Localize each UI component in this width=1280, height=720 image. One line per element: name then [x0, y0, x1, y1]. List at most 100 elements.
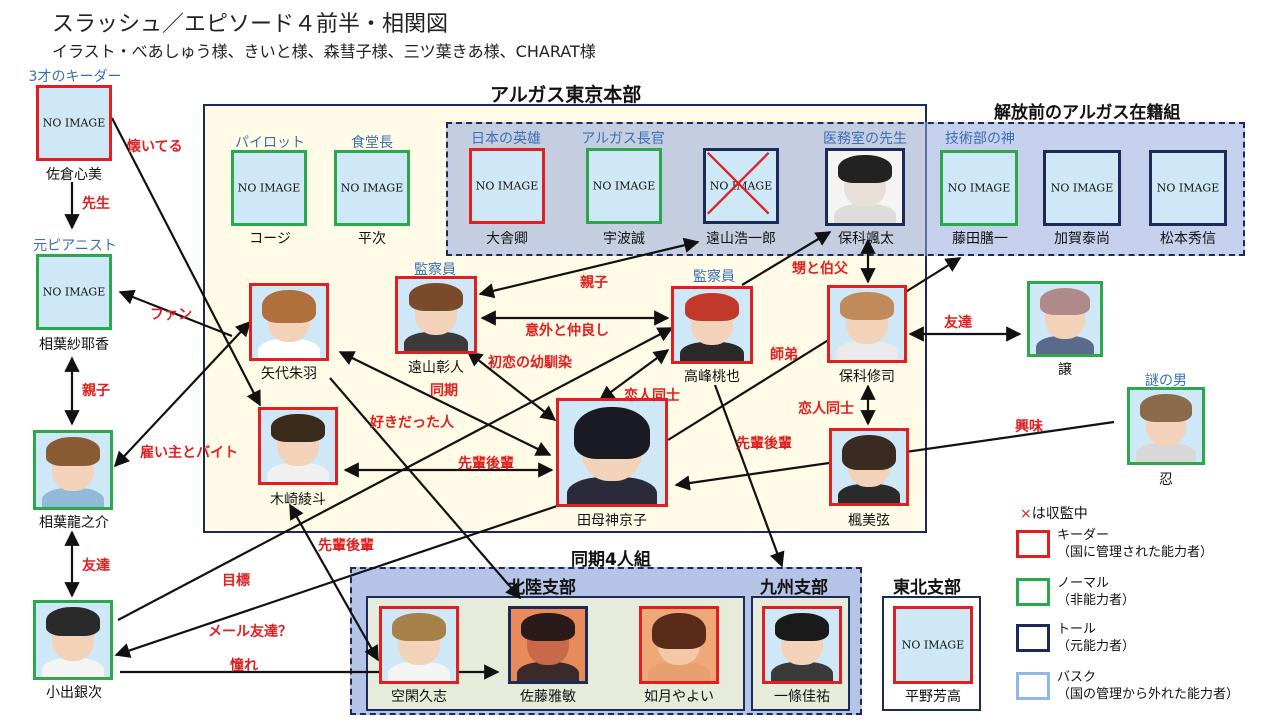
card-matsumoto[interactable]: NO IMAGE — [1149, 150, 1227, 226]
legend-box-tall — [1016, 624, 1050, 652]
role-fujita: 技術部の神 — [945, 131, 1015, 147]
imprisoned-x-icon — [707, 152, 770, 215]
name-yuzuru: 譲 — [1058, 362, 1072, 378]
card-tamogami[interactable] — [556, 398, 668, 507]
rel-mail: メール友達？ — [208, 624, 292, 640]
portrait-yashiro — [252, 286, 326, 358]
role-shinobu: 謎の男 — [1145, 373, 1187, 389]
card-toyama-a[interactable] — [395, 276, 477, 354]
card-kaga[interactable]: NO IMAGE — [1043, 150, 1121, 226]
legend-text-busk: バスク（国の管理から外れた能力者） — [1057, 670, 1240, 702]
rel-koibito2: 恋人同士 — [798, 401, 854, 417]
arrow-tamogami-ginji — [114, 503, 561, 658]
card-hoshina-o[interactable] — [827, 285, 907, 363]
rel-sukidatta: 好きだった人 — [370, 415, 454, 431]
name-oyake: 大舎卿 — [486, 231, 528, 247]
group-kaiho-label: 解放前のアルガス在籍組 — [994, 103, 1181, 123]
name-tamogami: 田母神京子 — [577, 513, 647, 529]
group-honbu-label: アルガス東京本部 — [490, 84, 642, 106]
arrow-ryunosuke-yashiro — [113, 320, 252, 468]
portrait-ichijo — [765, 609, 839, 681]
name-kaga: 加賀泰尚 — [1054, 231, 1110, 247]
group-kyushu-label: 九州支部 — [760, 578, 828, 598]
name-soga: 空閑久志 — [391, 689, 447, 705]
arrow-yashiro-sato — [329, 377, 522, 600]
legend-x-mark: × — [1020, 506, 1032, 522]
card-uba[interactable]: NO IMAGE — [586, 148, 662, 224]
card-sato[interactable] — [508, 606, 588, 684]
legend-box-keeder — [1016, 530, 1050, 558]
role-takamine: 監察員 — [693, 269, 735, 285]
name-uba: 宇波誠 — [603, 231, 645, 247]
card-kisaragi[interactable] — [639, 606, 719, 684]
name-hoshina-o: 保科修司 — [839, 369, 895, 385]
portrait-yuzuru — [1030, 284, 1100, 354]
card-oyake[interactable]: NO IMAGE — [469, 148, 545, 224]
rel-hatsukoi: 初恋の幼馴染 — [488, 355, 572, 371]
page-title: スラッシュ／エピソード４前半・相関図 — [52, 12, 449, 37]
arrow-takamine-tamogami — [598, 349, 670, 401]
page-subtitle: イラスト・べあしゅう様、きいと様、森彗子様、三ツ葉きあ様、CHARAT様 — [52, 42, 596, 61]
name-hirano: 平野芳高 — [905, 689, 961, 705]
rel-doki: 同期 — [430, 383, 458, 399]
group-douki-label: 同期4人組 — [571, 550, 651, 570]
portrait-tamogami — [559, 401, 665, 504]
card-shinobu[interactable] — [1127, 387, 1205, 465]
name-hoshina-s: 保科颯太 — [838, 231, 894, 247]
card-yashiro[interactable] — [249, 283, 329, 361]
legend-text-normal: ノーマル（非能力者） — [1057, 576, 1136, 608]
card-kizaki[interactable] — [258, 407, 338, 485]
portrait-sato — [511, 609, 585, 681]
role-heiji: 食堂長 — [351, 135, 393, 151]
rel-sempai3: 先輩後輩 — [736, 436, 792, 452]
portrait-shinobu — [1130, 390, 1202, 462]
role-sakura: 3才のキーダー — [28, 69, 122, 85]
rel-akogare: 憧れ — [230, 658, 258, 674]
name-shinobu: 忍 — [1159, 472, 1173, 488]
portrait-hoshina-s — [828, 151, 902, 223]
name-matsumoto: 松本秀信 — [1160, 231, 1216, 247]
card-sayaka[interactable]: NO IMAGE — [36, 254, 112, 330]
card-toyama-k[interactable]: NO IMAGE — [703, 148, 779, 224]
card-heiji[interactable]: NO IMAGE — [334, 150, 410, 226]
portrait-ryunosuke — [36, 433, 110, 507]
card-hoshina-s[interactable] — [825, 148, 905, 226]
rel-mokuhyo: 目標 — [222, 573, 250, 589]
legend-box-normal — [1016, 578, 1050, 606]
rel-fan: ファン — [150, 307, 192, 323]
card-fujita[interactable]: NO IMAGE — [940, 150, 1018, 226]
name-koji: コージ — [249, 231, 291, 247]
name-ichijo: 一條佳祐 — [774, 689, 830, 705]
rel-tomodachi1: 友達 — [82, 558, 110, 574]
group-tohoku-label: 東北支部 — [893, 578, 961, 598]
arrow-kizaki-soga — [289, 503, 379, 662]
rel-koibito1: 恋人同士 — [624, 388, 680, 404]
rel-oyako1: 親子 — [82, 383, 110, 399]
card-sakura[interactable]: NO IMAGE — [36, 85, 112, 161]
portrait-soga — [382, 609, 456, 681]
portrait-kisaragi — [642, 609, 716, 681]
role-sayaka: 元ピアニスト — [33, 238, 117, 254]
card-ichijo[interactable] — [762, 606, 842, 684]
name-fumio: 楓美弦 — [848, 513, 890, 529]
card-koji[interactable]: NO IMAGE — [231, 150, 307, 226]
card-ryunosuke[interactable] — [33, 430, 113, 510]
arrow-yashiro-tamogami — [338, 351, 552, 456]
card-hirano[interactable]: NO IMAGE — [893, 606, 973, 684]
card-takamine[interactable] — [671, 286, 753, 364]
name-kisaragi: 如月やよい — [644, 689, 714, 705]
portrait-hoshina-o — [830, 288, 904, 360]
rel-yatoi: 雇い主とバイト — [140, 445, 238, 461]
legend-box-busk — [1016, 672, 1050, 700]
role-koji: パイロット — [235, 135, 305, 151]
name-fujita: 藤田膳一 — [952, 231, 1008, 247]
card-ginji[interactable] — [33, 600, 113, 680]
card-soga[interactable] — [379, 606, 459, 684]
name-toyama-k: 遠山浩一郎 — [706, 231, 776, 247]
card-yuzuru[interactable] — [1027, 281, 1103, 357]
portrait-ginji — [36, 603, 110, 677]
portrait-toyama-a — [398, 279, 474, 351]
role-oyake: 日本の英雄 — [471, 131, 541, 147]
portrait-fumio — [832, 431, 906, 503]
card-fumio[interactable] — [829, 428, 909, 506]
